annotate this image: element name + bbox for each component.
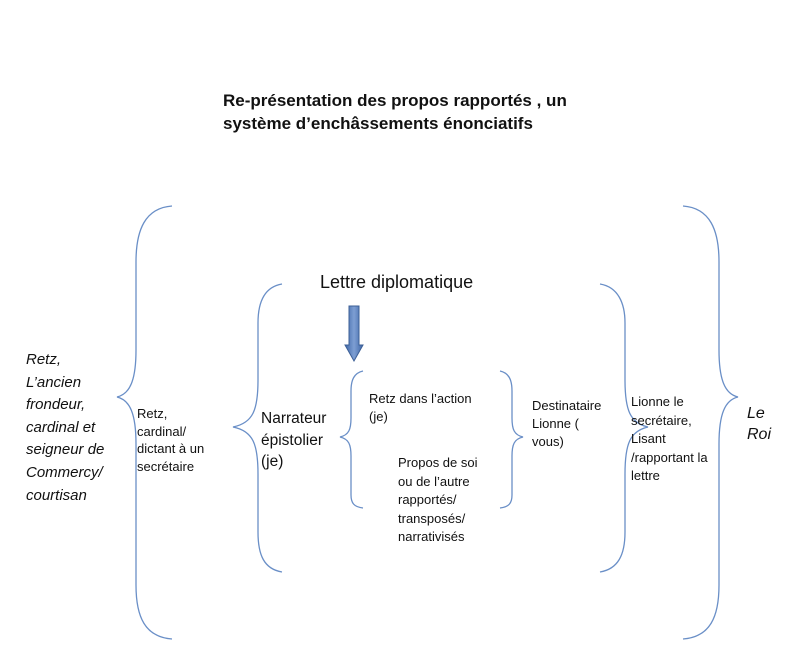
destinataire-label: Destinataire Lionne ( vous): [532, 398, 602, 449]
down-arrow: [344, 305, 364, 363]
retz-action-label: Retz dans l’action (je): [369, 391, 472, 424]
middle-left-brace: [232, 283, 283, 573]
roi-label: Le Roi: [747, 405, 772, 443]
retz-outer-label: Retz, L’ancien frondeur, cardinal et sei…: [26, 351, 105, 504]
narrateur-label: Narrateur épistolier (je): [261, 410, 327, 470]
lettre-diplomatique-label: Lettre diplomatique: [320, 272, 474, 292]
inner-right-brace: [499, 370, 524, 509]
diagram-title: Re-présentation des propos rapportés , u…: [223, 91, 567, 133]
propos-label: Propos de soi ou de l’autre rapportés/ t…: [398, 455, 478, 544]
lionne-label: Lionne le secrétaire, Lisant /rapportant…: [631, 394, 708, 483]
middle-right-brace: [599, 283, 649, 573]
inner-left-brace: [339, 370, 364, 509]
outer-left-brace: [116, 205, 173, 640]
retz-cardinal-label: Retz, cardinal/ dictant à un secrétaire: [137, 406, 205, 474]
outer-right-brace: [682, 205, 739, 640]
